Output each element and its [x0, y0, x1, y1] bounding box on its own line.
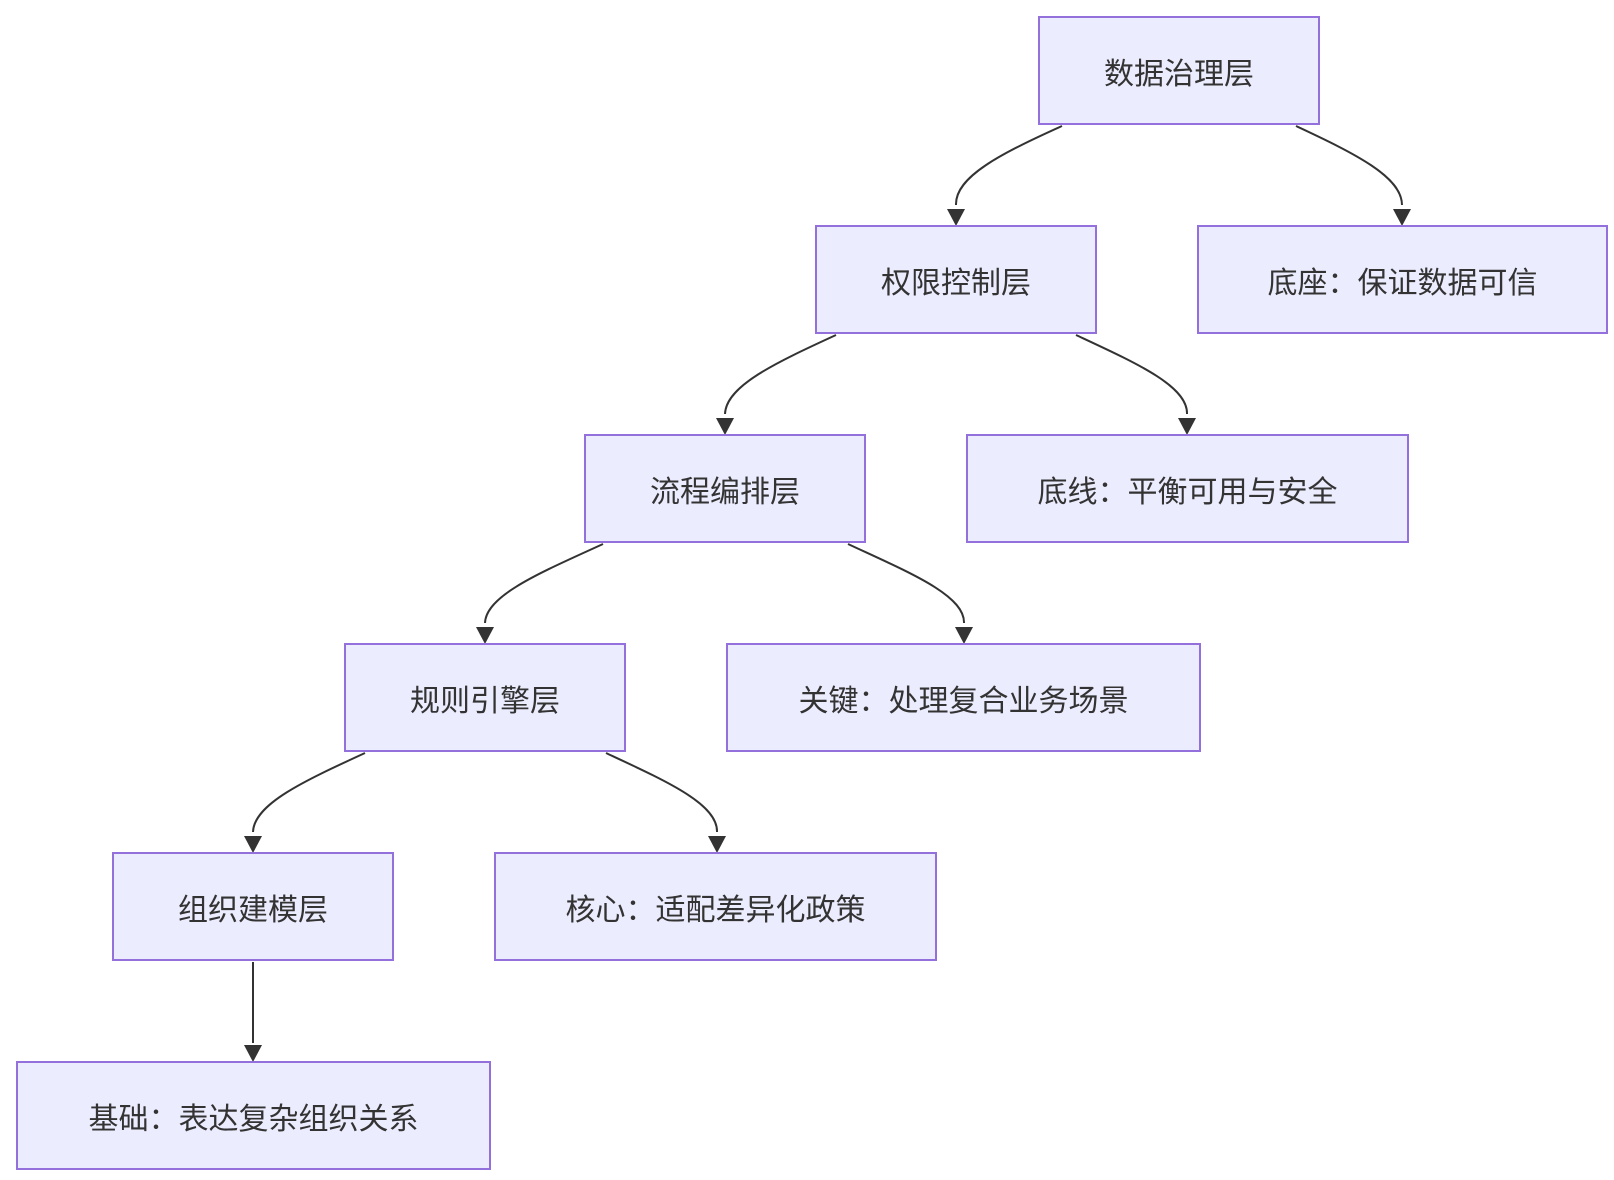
edge-rule-engine-to-org-modeling	[252, 752, 366, 833]
node-permission-control[interactable]: 权限控制层	[815, 225, 1097, 334]
arrowhead-process-orchestration-to-key-note	[955, 627, 973, 644]
node-rule-engine[interactable]: 规则引擎层	[344, 643, 626, 752]
node-label: 关键：处理复合业务场景	[798, 683, 1129, 719]
edge-process-orchestration-to-key-note	[847, 543, 966, 624]
arrowhead-rule-engine-to-org-modeling	[244, 836, 262, 853]
node-label: 底线：平衡可用与安全	[1037, 474, 1338, 510]
node-label: 核心：适配差异化政策	[565, 892, 866, 928]
node-label: 基础：表达复杂组织关系	[88, 1101, 419, 1137]
arrowhead-data-governance-to-base-note	[1393, 209, 1411, 226]
node-label: 底座：保证数据可信	[1267, 265, 1538, 301]
node-data-governance[interactable]: 数据治理层	[1038, 16, 1320, 125]
node-label: 流程编排层	[650, 474, 800, 510]
node-foundation-note[interactable]: 基础：表达复杂组织关系	[16, 1061, 491, 1170]
node-label: 权限控制层	[881, 265, 1031, 301]
arrowhead-permission-control-to-process-orchestration	[716, 418, 734, 435]
arrowhead-data-governance-to-permission-control	[947, 209, 965, 226]
arrowhead-process-orchestration-to-rule-engine	[476, 627, 494, 644]
node-process-orchestration[interactable]: 流程编排层	[584, 434, 866, 543]
edge-rule-engine-to-core-note	[605, 752, 719, 833]
node-bottom-line-note[interactable]: 底线：平衡可用与安全	[966, 434, 1409, 543]
node-label: 组织建模层	[178, 892, 328, 928]
edge-process-orchestration-to-rule-engine	[484, 543, 604, 624]
node-core-note[interactable]: 核心：适配差异化政策	[494, 852, 937, 961]
node-label: 规则引擎层	[410, 683, 560, 719]
node-org-modeling[interactable]: 组织建模层	[112, 852, 394, 961]
edge-permission-control-to-bottom-line-note	[1075, 334, 1189, 415]
edge-permission-control-to-process-orchestration	[724, 334, 837, 415]
node-base-note[interactable]: 底座：保证数据可信	[1197, 225, 1608, 334]
arrowhead-rule-engine-to-core-note	[708, 836, 726, 853]
arrowhead-permission-control-to-bottom-line-note	[1178, 418, 1196, 435]
edge-data-governance-to-base-note	[1295, 125, 1403, 206]
node-key-note[interactable]: 关键：处理复合业务场景	[726, 643, 1201, 752]
arrowhead-org-modeling-to-foundation-note	[244, 1045, 262, 1062]
edge-data-governance-to-permission-control	[954, 125, 1063, 206]
node-label: 数据治理层	[1104, 56, 1254, 92]
